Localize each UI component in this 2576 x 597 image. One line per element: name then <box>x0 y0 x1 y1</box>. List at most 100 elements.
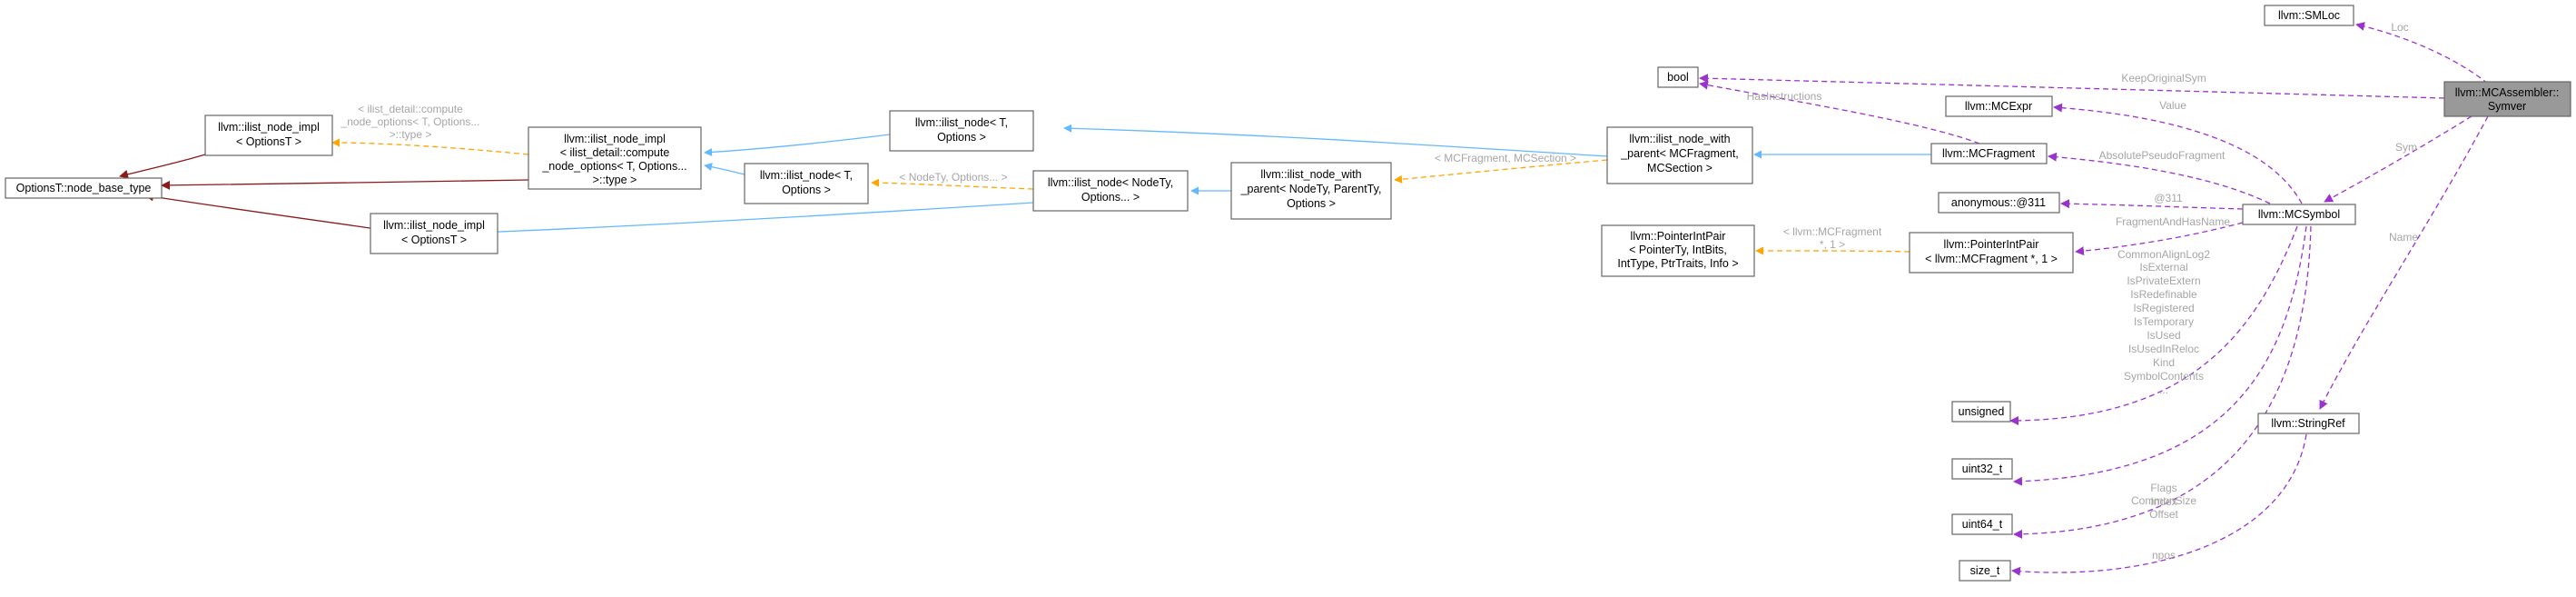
edge-pip-mc-to-pip-generic <box>1755 246 1910 255</box>
node-uint64-t[interactable]: uint64_t <box>1951 513 2013 535</box>
edge-label-loc: Loc <box>2391 21 2408 34</box>
svg-text:IntType, PtrTraits, Info >: IntType, PtrTraits, Info > <box>1617 257 1738 270</box>
node-ilist-node-t-options[interactable]: llvm::ilist_node< T, Options > <box>889 110 1034 152</box>
edge-label-npos: npos <box>2152 549 2176 562</box>
field-is-used-in-reloc: IsUsedInReloc <box>2128 343 2199 355</box>
node-mcsymbol[interactable]: llvm::MCSymbol <box>2242 204 2356 225</box>
uint64-field-common-size: CommonSize <box>2131 494 2196 507</box>
svg-text:llvm::ilist_node_impl: llvm::ilist_node_impl <box>383 219 485 232</box>
svg-text:Options >: Options > <box>782 184 831 196</box>
svg-text:uint32_t: uint32_t <box>1962 463 2003 475</box>
edge-mcsymbol-to-anon <box>2060 199 2244 210</box>
field-symbol-contents: SymbolContents <box>2124 370 2204 383</box>
edge-node-ty-to-impl-b <box>455 202 1034 238</box>
edge-label-has-instructions: HasInstructions <box>1747 90 1822 103</box>
field-flags: Flags <box>2150 482 2176 494</box>
edge-impl-a-to-base <box>119 154 206 179</box>
field-is-private-extern: IsPrivateExtern <box>2127 274 2200 287</box>
edge-label-impl-c-template-2: _node_options< T, Options... <box>341 115 480 128</box>
svg-text:< PointerTy, IntBits,: < PointerTy, IntBits, <box>1629 244 1727 256</box>
node-unsigned[interactable]: unsigned <box>1951 401 2011 423</box>
edge-label-unsigned-fields: CommonAlignLog2 IsExternal IsPrivateExte… <box>2117 248 2210 396</box>
svg-text:llvm::MCAssembler::: llvm::MCAssembler:: <box>2455 86 2560 99</box>
svg-text:llvm::ilist_node_impl: llvm::ilist_node_impl <box>564 133 666 145</box>
node-ilist-node-impl-a[interactable]: llvm::ilist_node_impl < OptionsT > <box>204 114 333 156</box>
svg-text:anonymous::@311: anonymous::@311 <box>1951 196 2046 209</box>
node-pointer-int-pair-generic[interactable]: llvm::PointerIntPair < PointerTy, IntBit… <box>1601 224 1755 277</box>
edge-label-at311: @311 <box>2154 192 2183 204</box>
node-mcfragment[interactable]: llvm::MCFragment <box>1930 143 2048 164</box>
node-ilist-node-nodety[interactable]: llvm::ilist_node< NodeTy, Options... > <box>1032 170 1189 212</box>
svg-text:llvm::ilist_node< T,: llvm::ilist_node< T, <box>915 116 1008 129</box>
field-index: Index <box>2150 495 2176 508</box>
edge-mcsymbol-to-mcexpr <box>2053 103 2303 204</box>
node-stringref[interactable]: llvm::StringRef <box>2257 413 2360 434</box>
node-ilist-node-impl-compute[interactable]: llvm::ilist_node_impl < ilist_detail::co… <box>528 126 702 190</box>
node-ilist-node-with-parent-mcfragment[interactable]: llvm::ilist_node_with _parent< MCFragmen… <box>1606 126 1753 184</box>
node-size-t[interactable]: size_t <box>1959 560 2011 582</box>
svg-text:llvm::PointerIntPair: llvm::PointerIntPair <box>1631 230 1726 243</box>
edge-mcsymbol-to-unsigned <box>2009 225 2298 425</box>
edge-symver-to-smloc <box>2355 22 2489 85</box>
edge-label-impl-c-template-1: < ilist_detail::compute <box>358 103 463 115</box>
edge-label-node-ty-template: < NodeTy, Options... > <box>899 171 1007 184</box>
node-smloc[interactable]: llvm::SMLoc <box>2264 5 2354 26</box>
edge-impl-c-to-base <box>161 179 529 190</box>
edge-label-impl-c-template-3: >::type > <box>390 128 432 141</box>
svg-text:_node_options< T, Options...: _node_options< T, Options... <box>541 160 686 173</box>
field-ellipsis: ... <box>2159 383 2168 396</box>
node-pointer-int-pair-mcfragment[interactable]: llvm::PointerIntPair < llvm::MCFragment … <box>1909 232 2074 274</box>
svg-text:llvm::MCExpr: llvm::MCExpr <box>1965 100 2032 113</box>
edge-label-sym: Sym <box>2395 141 2417 154</box>
svg-text:_parent< MCFragment,: _parent< MCFragment, <box>1620 147 1739 160</box>
svg-text:llvm::ilist_node< T,: llvm::ilist_node< T, <box>760 169 853 182</box>
node-ilist-node-t-options-2[interactable]: llvm::ilist_node< T, Options > <box>744 163 869 204</box>
svg-text:Options >: Options > <box>1287 197 1336 210</box>
svg-text:llvm::ilist_node< NodeTy,: llvm::ilist_node< NodeTy, <box>1048 176 1173 189</box>
svg-text:_parent< NodeTy, ParentTy,: _parent< NodeTy, ParentTy, <box>1240 183 1382 195</box>
svg-text:OptionsT::node_base_type: OptionsT::node_base_type <box>16 182 152 194</box>
edge-mcsymbol-to-pip-mc <box>2075 222 2244 256</box>
svg-text:unsigned: unsigned <box>1959 405 2005 418</box>
field-kind: Kind <box>2153 356 2175 369</box>
svg-text:Options >: Options > <box>937 131 986 144</box>
edge-label-fragment-and-has-name: FragmentAndHasName <box>2116 215 2230 228</box>
svg-text:< OptionsT >: < OptionsT > <box>401 234 467 246</box>
svg-text:bool: bool <box>1667 71 1689 84</box>
node-mcexpr[interactable]: llvm::MCExpr <box>1945 95 2053 117</box>
svg-text:llvm::ilist_node_with: llvm::ilist_node_with <box>1260 168 1361 181</box>
node-mcassembler-symver[interactable]: llvm::MCAssembler:: Symver <box>2443 81 2571 117</box>
edge-label-keep-original-sym: KeepOriginalSym <box>2121 72 2206 85</box>
field-common-align-log2: CommonAlignLog2 <box>2117 248 2210 261</box>
edge-symver-to-stringref <box>2319 115 2489 410</box>
node-ilist-node-with-parent-generic[interactable]: llvm::ilist_node_with _parent< NodeTy, P… <box>1230 162 1392 220</box>
svg-text:llvm::ilist_node_impl: llvm::ilist_node_impl <box>218 121 320 134</box>
edge-label-name: Name <box>2389 231 2418 244</box>
edge-mcsymbol-to-uint64 <box>2013 225 2312 539</box>
edge-mcsymbol-to-mcfragment <box>2048 152 2271 204</box>
svg-text:uint64_t: uint64_t <box>1962 518 2003 531</box>
field-is-external: IsExternal <box>2139 261 2187 274</box>
edge-impl-b-to-base <box>144 192 371 229</box>
edge-mcsymbol-to-uint32 <box>2013 225 2307 486</box>
svg-text:size_t: size_t <box>1970 564 2000 577</box>
edge-label-pip-template-1: < llvm::MCFragment <box>1783 225 1882 238</box>
node-anonymous-311[interactable]: anonymous::@311 <box>1938 192 2060 214</box>
edge-stringref-to-size-t <box>2011 433 2307 576</box>
node-options-base-type[interactable]: OptionsT::node_base_type <box>5 177 163 199</box>
svg-text:llvm::PointerIntPair: llvm::PointerIntPair <box>1944 238 2039 251</box>
field-is-used: IsUsed <box>2147 329 2180 342</box>
svg-text:Options... >: Options... > <box>1081 191 1140 204</box>
svg-text:llvm::ilist_node_with: llvm::ilist_node_with <box>1629 133 1730 145</box>
node-ilist-node-impl-b[interactable]: llvm::ilist_node_impl < OptionsT > <box>370 213 498 254</box>
node-uint32-t[interactable]: uint32_t <box>1951 458 2013 480</box>
node-bool[interactable]: bool <box>1657 66 1699 88</box>
svg-text:>::type >: >::type > <box>593 174 637 186</box>
svg-text:llvm::MCSymbol: llvm::MCSymbol <box>2258 208 2340 221</box>
edge-label-absolute-pseudo-fragment: AbsolutePseudoFragment <box>2099 149 2226 162</box>
field-is-registered: IsRegistered <box>2133 302 2194 314</box>
edge-mcfragment-to-bool <box>1699 80 1980 144</box>
svg-text:MCSection >: MCSection > <box>1647 162 1712 174</box>
edge-label-mc-template: < MCFragment, MCSection > <box>1435 152 1576 164</box>
